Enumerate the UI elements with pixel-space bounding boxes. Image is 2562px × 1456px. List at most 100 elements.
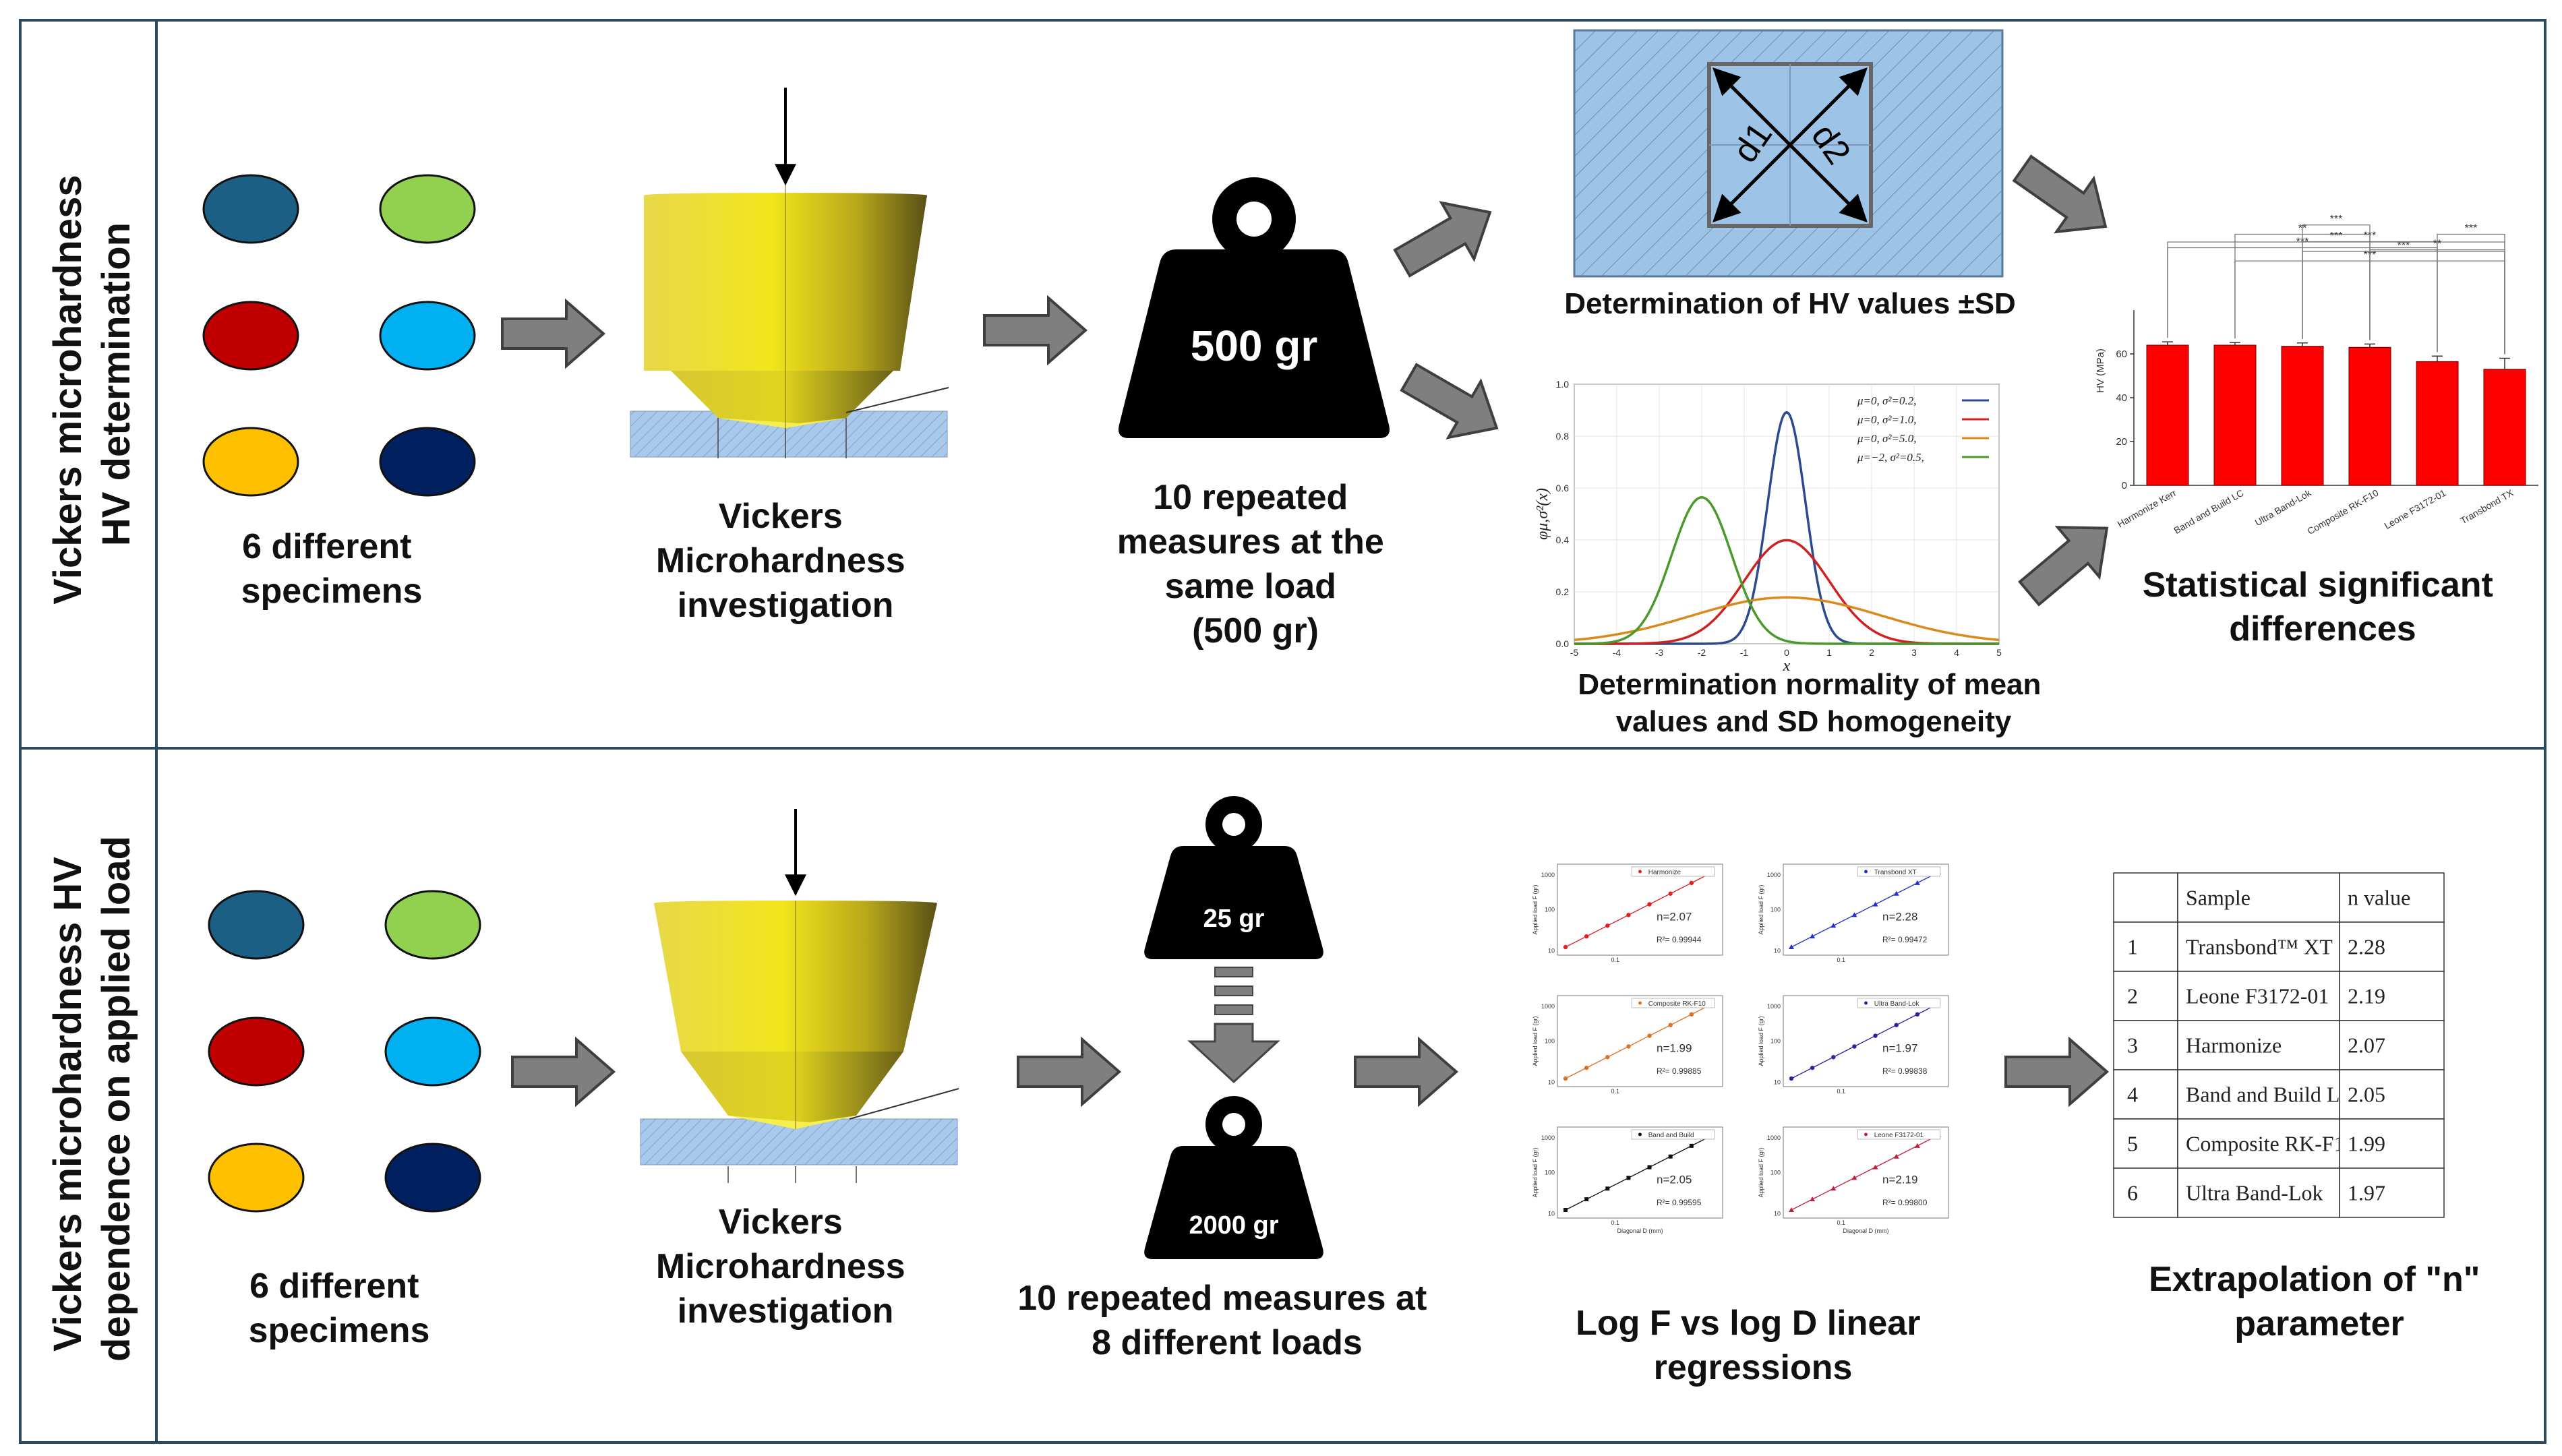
extrapolation-label: Extrapolation of "n" parameter: [2149, 1260, 2490, 1343]
x-tick-label: -5: [1570, 647, 1579, 658]
y-tick-label: 0.0: [1556, 638, 1570, 649]
data-point: [1668, 1023, 1673, 1027]
bar: [2348, 346, 2391, 486]
table-cell-text: 3: [2127, 1033, 2138, 1058]
data-point: [1563, 1208, 1568, 1212]
legend-box: [1857, 1129, 1941, 1140]
arrow-shape: [1017, 1036, 1122, 1108]
arrow-shape: [1354, 1036, 1459, 1108]
legend-marker: [1638, 1132, 1642, 1136]
significance-label: ***: [2330, 231, 2343, 242]
table-cell: [2113, 872, 2178, 923]
y-tick-label: 0.4: [1556, 535, 1570, 545]
table-cell: [2339, 872, 2445, 923]
arrow-shape: [511, 1036, 616, 1108]
table-cell: [2339, 1167, 2445, 1218]
category-label: Transbond TX: [2458, 487, 2515, 526]
data-point: [1873, 1033, 1878, 1038]
legend-box: [1857, 866, 1941, 877]
r2-label: R²= 0.99472: [1882, 935, 1928, 944]
data-point: [1563, 1076, 1568, 1081]
table-cell: [2113, 1167, 2178, 1218]
plot-area: [1783, 1126, 1949, 1219]
arrow-shape: [2004, 1036, 2110, 1108]
y-axis-label: Applied load F (gr): [1532, 1147, 1539, 1197]
data-point: [1605, 1055, 1610, 1060]
x-tick-label: 0.1: [1837, 1088, 1845, 1095]
table-cell-text: 2.19: [2348, 984, 2385, 1008]
table-cell-text: Leone F3172-01: [2186, 984, 2329, 1008]
bar: [2146, 344, 2189, 486]
legend-label: Transbond XT: [1874, 869, 1917, 876]
specimen-disc: [379, 427, 476, 497]
table-cell-text: 2.28: [2348, 935, 2385, 959]
legend-marker: [1864, 1132, 1868, 1136]
x-tick-label: 3: [1911, 647, 1917, 658]
data-point: [1647, 902, 1652, 907]
arrow-right-icon: [501, 298, 606, 369]
y-tick-label: 1000: [1767, 1134, 1781, 1141]
n-value-label: n=1.99: [1657, 1042, 1692, 1055]
row2-side-label: Vickers microhardness HV dependence on a…: [46, 836, 138, 1362]
data-point: [1914, 1143, 1920, 1148]
table-cell-text: 4: [2127, 1083, 2138, 1107]
r2-label: R²= 0.99885: [1657, 1066, 1702, 1076]
data-point: [1851, 1175, 1857, 1180]
fit-line: [1565, 1134, 1713, 1211]
data-point: [1647, 1033, 1652, 1038]
weight-small-label: 25 gr: [1203, 905, 1265, 933]
specimen-disc: [384, 890, 481, 960]
legend-box: [1631, 1129, 1715, 1140]
data-point: [1668, 891, 1673, 896]
arrow-right-icon: [983, 295, 1088, 366]
y-axis-label: Applied load F (gr): [1758, 1147, 1764, 1197]
table-cell-text: 2.05: [2348, 1083, 2385, 1107]
table-cell: [2339, 1020, 2445, 1070]
data-point: [1810, 1196, 1816, 1202]
specimen-disc: [379, 301, 476, 371]
specimens-row2: [208, 890, 481, 1213]
table-cell: [2113, 1069, 2178, 1120]
y-axis-label: φμ,σ²(x): [1534, 488, 1551, 540]
legend-entry: μ=0, σ²=0.2,: [1857, 394, 1916, 407]
y-tick-label: 0: [2122, 480, 2127, 491]
hv-caption: Determination of HV values ±SD: [1564, 287, 2016, 320]
arrow-shape: [501, 298, 606, 369]
legend-label: Composite RK-F10: [1648, 1000, 1706, 1008]
y-tick-label: 100: [1545, 1038, 1555, 1045]
arrow-shape: [1393, 201, 1492, 278]
x-tick-label: 0.1: [1611, 1219, 1619, 1226]
y-axis-label: HV (MPa): [2095, 348, 2106, 393]
data-point: [1647, 1165, 1652, 1170]
x-axis-label: Diagonal D (mm): [1843, 1227, 1888, 1234]
y-axis-label: Applied load F (gr): [1758, 884, 1764, 934]
table-cell: [2339, 971, 2445, 1021]
data-point: [1914, 880, 1920, 885]
arrow-down-right-icon: [1400, 363, 1499, 439]
bar: [2281, 346, 2324, 486]
data-point: [1789, 944, 1794, 949]
table-cell: [2113, 1020, 2178, 1070]
category-label: Composite RK-F10: [2305, 487, 2380, 537]
table-cell: [2177, 1118, 2340, 1169]
data-point: [1689, 1143, 1694, 1148]
arrow-right-icon: [1017, 1036, 1122, 1108]
series-line: [1574, 596, 2000, 642]
data-point: [1605, 1186, 1610, 1191]
data-point: [1852, 1044, 1857, 1049]
significance-bracket: [2167, 241, 2505, 355]
table-cell: [2177, 921, 2340, 972]
data-point: [1605, 923, 1610, 928]
specimens-label-row1: 6 different specimens: [241, 527, 423, 611]
arrow-shape: [2012, 154, 2108, 234]
n-value-label: n=2.05: [1657, 1174, 1692, 1186]
y-tick-label: 0.8: [1556, 431, 1570, 442]
legend-marker: [1638, 1001, 1642, 1005]
table-header: n value: [2348, 886, 2410, 910]
y-tick-label: 0.6: [1556, 483, 1570, 493]
indenter-label-row1: Vickers Microhardness investigation: [656, 497, 915, 625]
table-cell-text: Composite RK-F10: [2186, 1132, 2356, 1156]
